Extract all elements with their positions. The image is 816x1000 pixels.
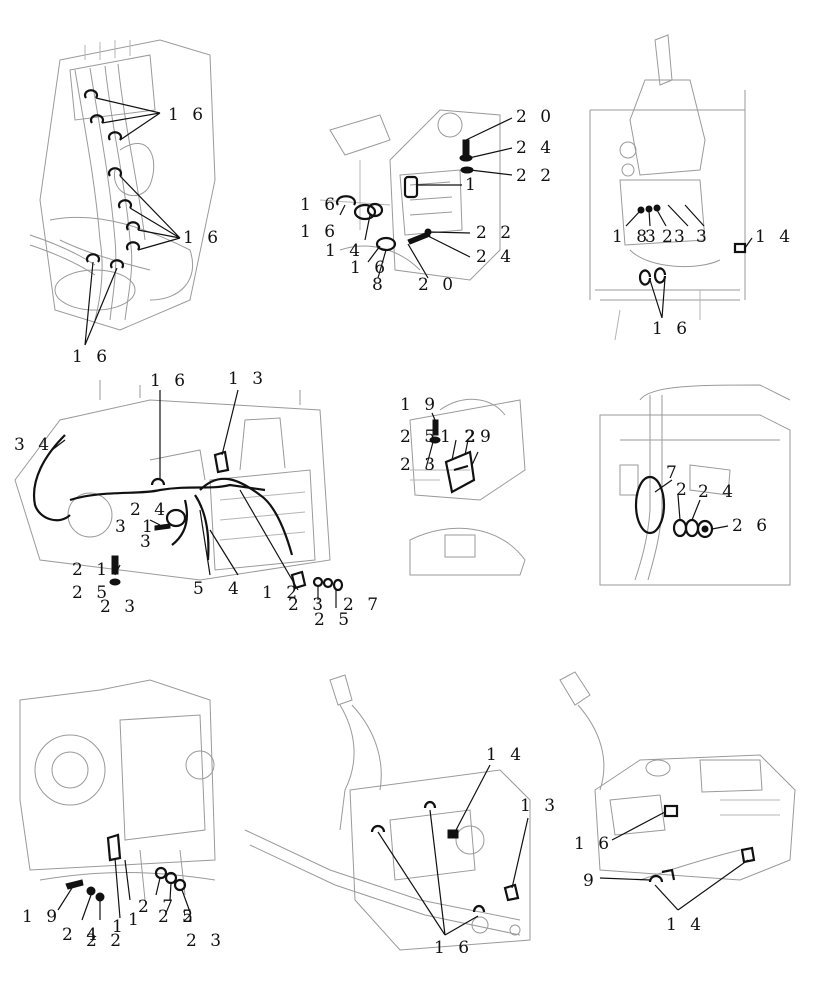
callout-label: 1 6 — [150, 371, 189, 391]
callout-label: 1 — [465, 175, 480, 195]
callout-label: 1 2 — [262, 583, 301, 603]
callout-label: 3 4 — [14, 435, 53, 455]
leader-lines — [84, 97, 181, 346]
callout-label: 3 — [674, 227, 689, 247]
callout-label: 2 2 — [158, 907, 197, 927]
callout-label: 1 — [112, 917, 127, 937]
callout-label: 2 4 — [698, 482, 737, 502]
leader-lines — [654, 479, 729, 530]
callout-label: 2 7 — [138, 897, 177, 917]
callout-label: 3 — [140, 532, 155, 552]
callout-label: 1 6 — [300, 222, 339, 242]
tank-linework — [559, 671, 796, 881]
engine-front-linework — [39, 39, 216, 331]
harness-cables — [32, 434, 294, 561]
callout-label: 7 — [666, 463, 681, 483]
callout-label: 2 3 — [400, 455, 439, 475]
callout-label: 1 4 — [755, 227, 794, 247]
callout-label: 1 8 — [612, 227, 651, 247]
leader-lines — [425, 412, 479, 469]
callout-label: 2 5 — [72, 583, 111, 603]
callout-label: 2 5 — [400, 427, 439, 447]
callout-label: 2 4 — [62, 925, 101, 945]
hose-clamps — [83, 89, 141, 269]
callout-label: 1 6 — [72, 347, 111, 367]
panel-flywheel-side: 1 9 2 4 2 2 1 2 7 2 2 1 5 2 3 — [19, 679, 225, 951]
steering-parts — [370, 800, 520, 913]
callout-label: 5 — [193, 579, 208, 599]
callout-label: 1 6 — [652, 319, 691, 339]
hose-bundle — [29, 63, 146, 321]
panel-engine-hose-bundle: 1 6 1 6 1 6 — [29, 39, 222, 367]
callout-label: 1 3 — [520, 796, 559, 816]
callout-label: 2 4 — [476, 247, 515, 267]
callout-label: 1 4 — [486, 745, 525, 765]
leader-lines — [599, 811, 749, 911]
callout-label: 1 9 — [22, 907, 61, 927]
panel-steering-column: 1 4 1 3 1 6 — [244, 674, 559, 958]
callout-label: 1 6 — [168, 105, 207, 125]
callout-label: 2 2 — [516, 166, 555, 186]
tank-parts — [648, 804, 756, 883]
grommet-linework — [599, 384, 791, 586]
steering-linework — [244, 674, 531, 951]
wiring-parts — [109, 450, 344, 592]
engine-battery-linework — [14, 380, 331, 581]
callout-label: 9 — [480, 427, 495, 447]
bracket-linework — [409, 398, 526, 576]
leader-lines — [625, 204, 753, 319]
callout-label: 2 3 — [288, 595, 327, 615]
callout-label: 2 0 — [516, 107, 555, 127]
panel-fuel-tank: 1 6 9 1 4 — [559, 671, 796, 935]
cab-parts — [637, 204, 747, 286]
flywheel-linework — [19, 679, 216, 901]
panel-cab-lever: 1 8 3 2 3 3 1 4 1 6 — [589, 34, 794, 341]
callout-label: 2 4 — [516, 138, 555, 158]
callout-label: 1 6 — [300, 195, 339, 215]
callout-label: 2 — [676, 480, 691, 500]
bracket-parts — [429, 419, 476, 494]
callout-label: 9 — [583, 871, 598, 891]
callout-label: 1 2 — [440, 427, 479, 447]
leader-lines — [377, 764, 529, 936]
panel-bracket-detail: 1 9 2 5 1 2 2 9 2 3 — [400, 395, 526, 576]
callout-label: 2 1 — [72, 560, 111, 580]
callout-label: 3 — [696, 227, 711, 247]
callout-label: 2 2 — [86, 931, 125, 951]
callout-label: 8 — [372, 275, 387, 295]
callout-label: 4 — [228, 579, 243, 599]
callout-label: 2 2 — [476, 223, 515, 243]
cab-linework — [589, 34, 746, 341]
callout-label: 1 6 — [183, 228, 222, 248]
callout-label: 2 3 — [186, 931, 225, 951]
leader-lines — [51, 389, 337, 608]
callout-label: 1 3 — [228, 369, 267, 389]
callout-label: 5 — [182, 907, 197, 927]
callout-label: 2 3 — [100, 597, 139, 617]
leader-lines — [57, 857, 191, 921]
callout-label: 2 7 — [343, 595, 382, 615]
callout-label: 2 5 — [314, 610, 353, 630]
callout-label: 3 — [115, 517, 130, 537]
leader-lines — [339, 117, 513, 279]
callout-label: 1 4 — [666, 915, 705, 935]
panel-engine-battery-wiring: 1 6 1 3 3 4 2 4 3 1 3 2 1 2 5 2 3 5 4 1 … — [14, 369, 382, 630]
callout-label: 1 6 — [350, 258, 389, 278]
callout-label: 3 — [645, 227, 660, 247]
callout-label: 1 — [142, 517, 157, 537]
callout-label: 2 4 — [130, 500, 169, 520]
callout-label: 2 6 — [732, 516, 771, 536]
panel-valve-block: 2 0 2 4 2 2 1 6 1 1 6 2 2 1 4 2 4 1 6 8 … — [300, 107, 555, 295]
callout-label: 1 — [128, 910, 143, 930]
callout-label: 1 4 — [325, 241, 364, 261]
callout-label: 1 6 — [434, 938, 473, 958]
callout-label: 2 — [465, 427, 480, 447]
callout-label: 2 0 — [418, 275, 457, 295]
callout-label: 1 9 — [400, 395, 439, 415]
callout-label: 2 — [662, 227, 677, 247]
callout-label: 1 6 — [574, 834, 613, 854]
panel-fuel-line-grommet: 7 2 2 4 2 6 — [599, 384, 791, 586]
